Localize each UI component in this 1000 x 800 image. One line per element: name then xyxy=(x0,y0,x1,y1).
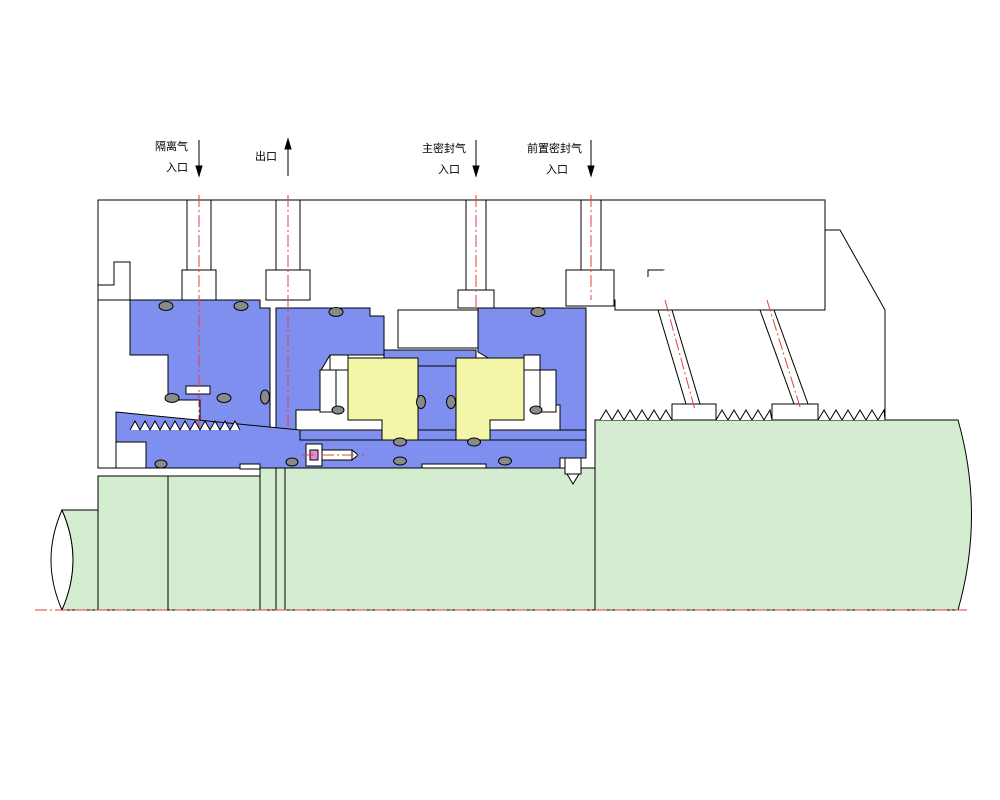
shaft-section-mid xyxy=(259,467,596,611)
o-rings xyxy=(154,301,546,469)
o-ring xyxy=(216,393,232,403)
down-arrow-icon xyxy=(195,140,203,178)
sleeve-slot xyxy=(421,463,487,469)
shaft-section-left xyxy=(97,475,261,611)
o-ring xyxy=(233,301,249,311)
port-centerline xyxy=(664,299,696,411)
drain-plug xyxy=(564,457,582,475)
pre-seal-gas-inlet-label-line2: 入口 xyxy=(546,163,568,176)
shaft-section-right xyxy=(594,419,972,611)
o-ring xyxy=(393,456,407,466)
o-ring xyxy=(416,395,426,409)
sleeve-lower-step xyxy=(299,429,587,441)
up-arrow-icon xyxy=(284,137,292,176)
shaft-stub xyxy=(61,509,99,611)
o-ring xyxy=(285,457,299,467)
port-labels: 隔离气 入口 出口 主密封气 入口 前置密封气 入口 xyxy=(155,137,595,178)
o-ring xyxy=(328,307,344,317)
o-ring xyxy=(467,437,481,447)
o-ring xyxy=(164,393,180,403)
inclined-port-plug xyxy=(671,403,717,421)
left-bushing-pocket xyxy=(115,441,147,469)
o-ring xyxy=(158,301,174,311)
o-ring xyxy=(529,405,543,415)
o-ring xyxy=(393,437,407,447)
spring-cavities xyxy=(185,309,557,413)
pre-seal-gas-port-fitting xyxy=(565,269,615,307)
labyrinth-seal-left xyxy=(115,419,241,469)
inclined-port-plug xyxy=(771,403,819,421)
left-seal-ring xyxy=(347,357,419,441)
o-ring xyxy=(498,456,512,466)
o-ring xyxy=(154,459,168,469)
isolation-gas-inlet-label-line2: 入口 xyxy=(166,161,188,174)
shaft xyxy=(50,419,972,612)
housing-left-flange xyxy=(97,261,131,301)
main-seal-gas-inlet-label-line1: 主密封气 xyxy=(422,141,466,155)
down-arrow-icon xyxy=(472,140,480,178)
seal-rings xyxy=(347,357,525,441)
o-ring xyxy=(331,405,345,415)
o-ring xyxy=(530,307,546,317)
drain-plug-tip xyxy=(566,473,580,485)
outlet-label: 出口 xyxy=(255,149,277,163)
main-seal-gas-inlet-label-line2: 入口 xyxy=(438,163,460,176)
pre-seal-gas-inlet-label-line1: 前置密封气 xyxy=(527,141,582,155)
o-ring xyxy=(446,395,456,409)
sleeve-key xyxy=(239,463,261,470)
o-ring xyxy=(260,389,270,405)
labyrinth-seal-right xyxy=(599,408,886,421)
port-centerline xyxy=(766,299,802,411)
isolation-gas-inlet-label-line1: 隔离气 xyxy=(155,139,188,153)
centerlines xyxy=(35,195,968,611)
down-arrow-icon xyxy=(587,140,595,178)
